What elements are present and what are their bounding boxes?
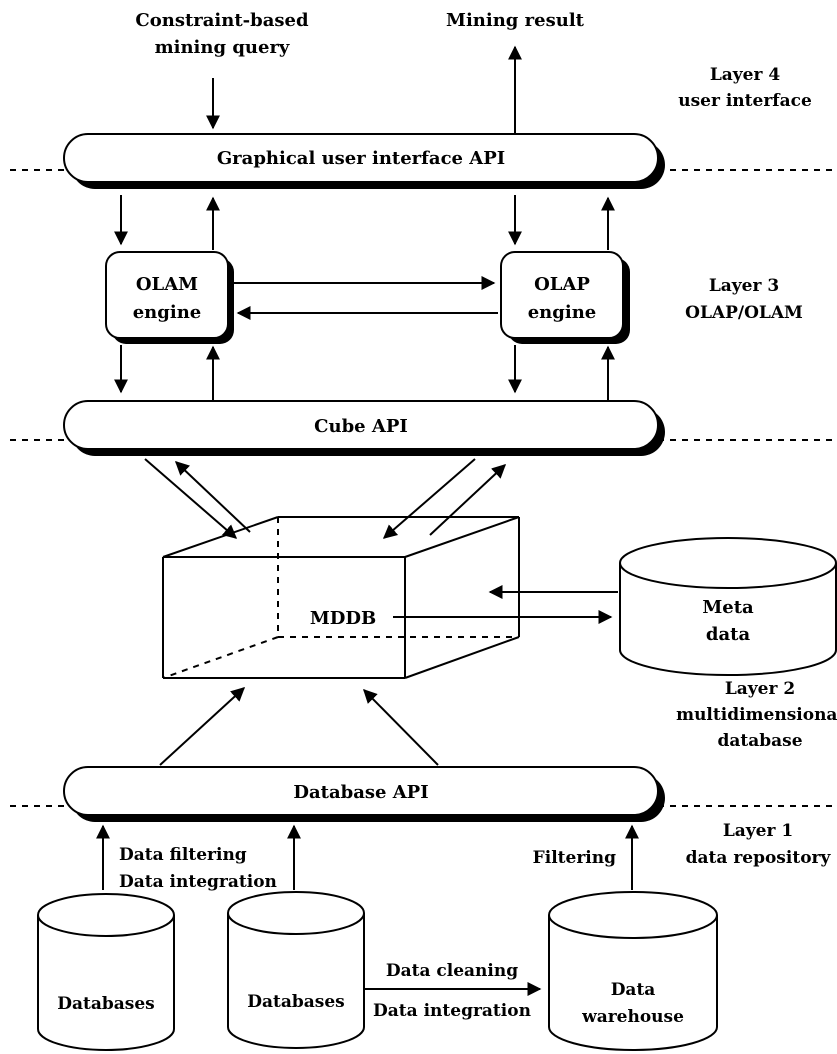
olam-label-1: OLAM xyxy=(136,274,198,295)
arrow-mddb-to-cube-right xyxy=(429,464,507,536)
mining-result-label: Mining result xyxy=(446,10,585,31)
databases-label-2: Databases xyxy=(247,992,344,1012)
mddb-cube: MDDB xyxy=(162,516,520,679)
layer2-subtitle-1: multidimensional xyxy=(676,705,837,725)
query-label-line1: Constraint-based xyxy=(135,10,309,31)
arrow-mddb-to-cube-left xyxy=(174,461,251,533)
cube-api-bar: Cube API xyxy=(63,400,665,456)
gui-api-bar: Graphical user interface API xyxy=(63,133,665,189)
arrow-cube-to-mddb-right xyxy=(382,458,476,539)
arrow-cube-to-mddb-left xyxy=(144,458,238,539)
metadata-label-2: data xyxy=(706,624,751,645)
layer3-subtitle: OLAP/OLAM xyxy=(685,303,803,323)
layer4-subtitle: user interface xyxy=(678,91,812,111)
dw-label-1: Data xyxy=(611,980,656,1000)
mddb-label: MDDB xyxy=(310,608,376,629)
metadata-cylinder: Meta data xyxy=(619,537,837,676)
query-label-line2: mining query xyxy=(155,37,290,58)
database-api-bar: Database API xyxy=(63,766,665,822)
filtering-label: Filtering xyxy=(533,848,616,868)
gui-api-label: Graphical user interface API xyxy=(217,148,505,169)
databases-cylinder-1: Databases xyxy=(37,893,175,1051)
filter-label-1: Data filtering xyxy=(119,845,247,865)
layer2-subtitle-2: database xyxy=(717,731,802,751)
layer1-subtitle: data repository xyxy=(686,848,832,868)
metadata-label-1: Meta xyxy=(702,597,754,618)
layer4-title: Layer 4 xyxy=(710,65,781,85)
dw-label-2: warehouse xyxy=(581,1007,684,1027)
integration-label: Data integration xyxy=(373,1001,531,1021)
layer1-title: Layer 1 xyxy=(723,821,793,841)
database-api-label: Database API xyxy=(293,782,428,803)
olam-engine: OLAM engine xyxy=(105,251,234,344)
filter-label-2: Data integration xyxy=(119,872,277,892)
arrow-dbapi-to-mddb-left xyxy=(159,687,246,766)
olap-label-1: OLAP xyxy=(534,274,590,295)
olam-label-2: engine xyxy=(133,302,202,323)
layer3-title: Layer 3 xyxy=(709,276,779,296)
layer2-title: Layer 2 xyxy=(725,679,795,699)
databases-label-1: Databases xyxy=(57,994,154,1014)
cube-api-label: Cube API xyxy=(314,416,408,437)
olap-engine: OLAP engine xyxy=(500,251,630,344)
data-warehouse-cylinder: Data warehouse xyxy=(548,891,718,1051)
cleaning-label: Data cleaning xyxy=(386,961,518,981)
arrow-dbapi-to-mddb-right xyxy=(363,689,439,766)
databases-cylinder-2: Databases xyxy=(227,891,365,1049)
olap-label-2: engine xyxy=(528,302,597,323)
